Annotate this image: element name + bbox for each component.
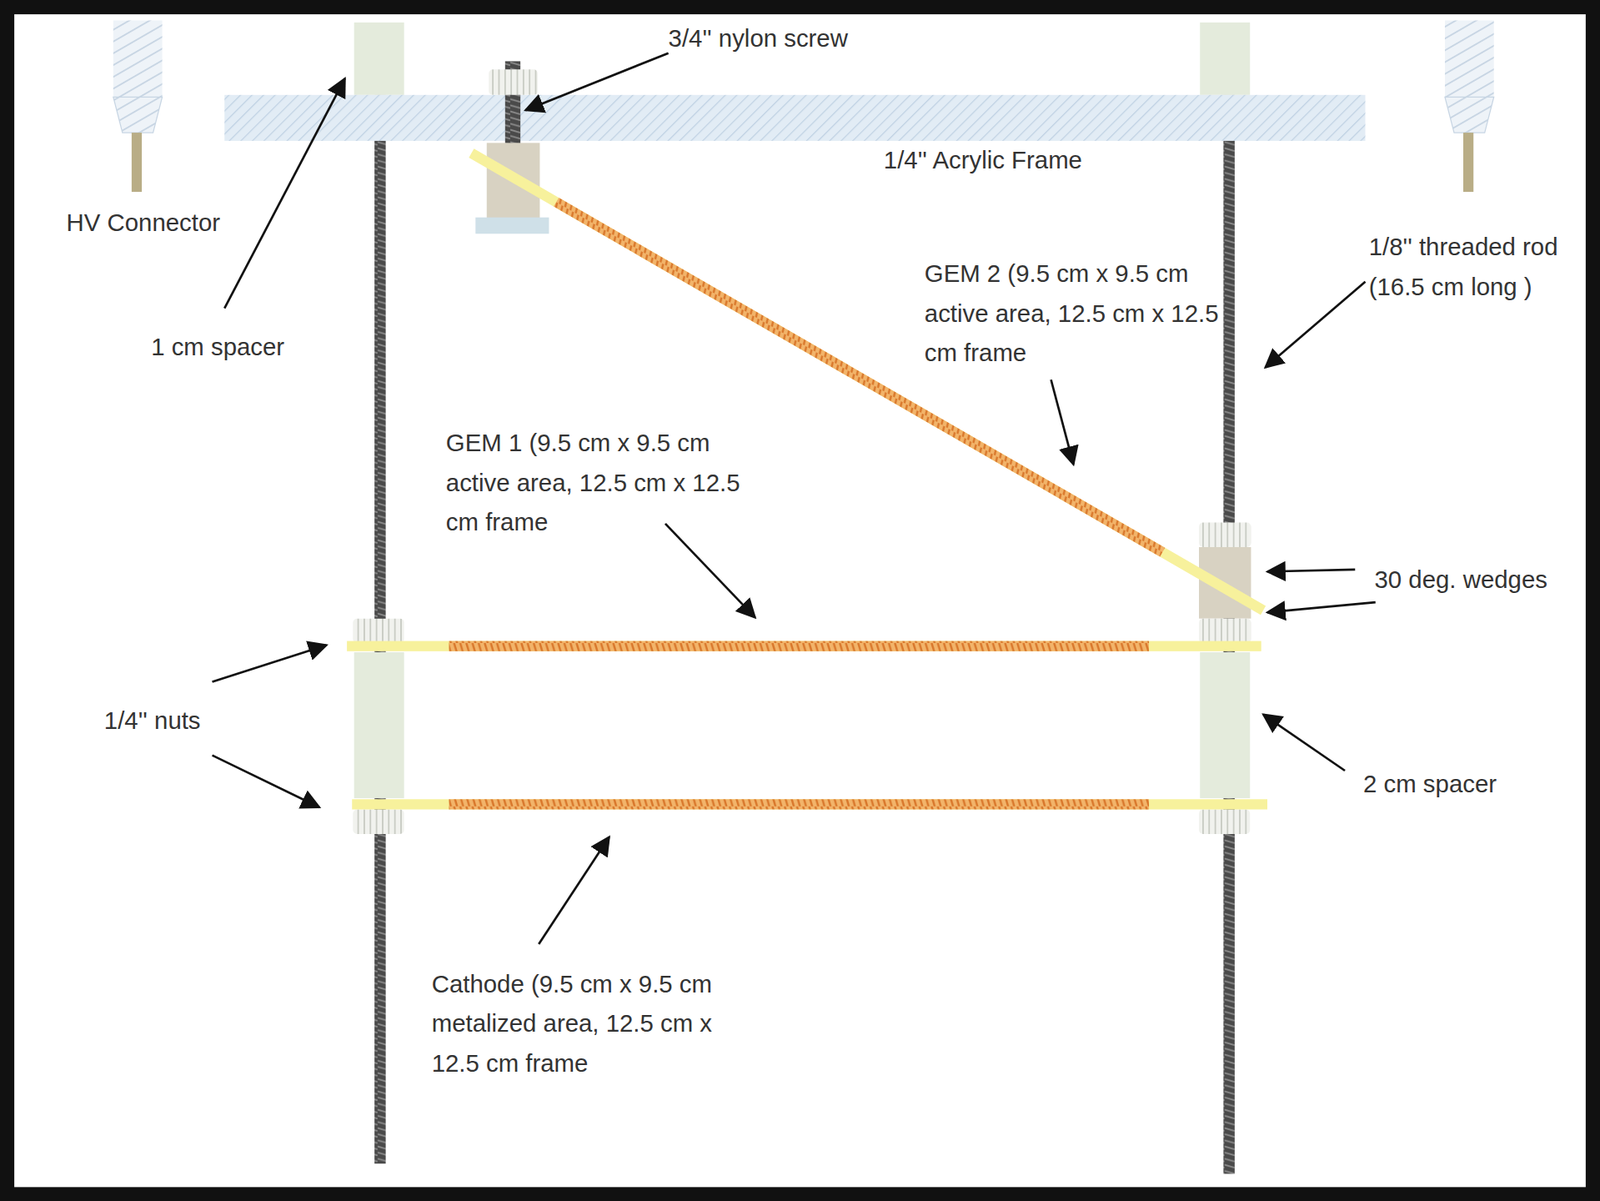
acrylic-frame (224, 95, 1365, 141)
cathode (351, 798, 1268, 809)
part-label: GEM 1 (9.5 cm x 9.5 cm active area, 12.5… (446, 422, 743, 542)
part-label: 3/4'' nylon screw (668, 18, 848, 59)
part-label: 30 deg. wedges (1374, 559, 1548, 600)
spacer (1199, 22, 1250, 96)
spacer (1199, 652, 1250, 798)
leader-line (212, 53, 1376, 944)
spacer (354, 652, 405, 798)
part-label: 1/4'' Acrylic Frame (883, 140, 1083, 181)
part-label: 1 cm spacer (150, 326, 285, 367)
part-label: GEM 2 (9.5 cm x 9.5 cm active area, 12.5… (924, 253, 1221, 373)
part-label: 1/4'' nuts (104, 700, 201, 741)
hv-connector (113, 20, 163, 192)
nut (1198, 809, 1250, 834)
gem-foil (346, 641, 1262, 652)
hv-connector (1444, 20, 1495, 192)
part-label: Cathode (9.5 cm x 9.5 cm metalized area,… (431, 963, 730, 1083)
part-label: 1/8'' threaded rod (16.5 cm long ) (1369, 226, 1594, 306)
spacer (354, 22, 405, 96)
gem-foil (468, 148, 1266, 615)
part-label: 2 cm spacer (1363, 762, 1497, 803)
nylon-screw (475, 60, 549, 234)
nut (352, 809, 404, 834)
nut (352, 618, 404, 643)
part-label: HV Connector (66, 201, 221, 242)
